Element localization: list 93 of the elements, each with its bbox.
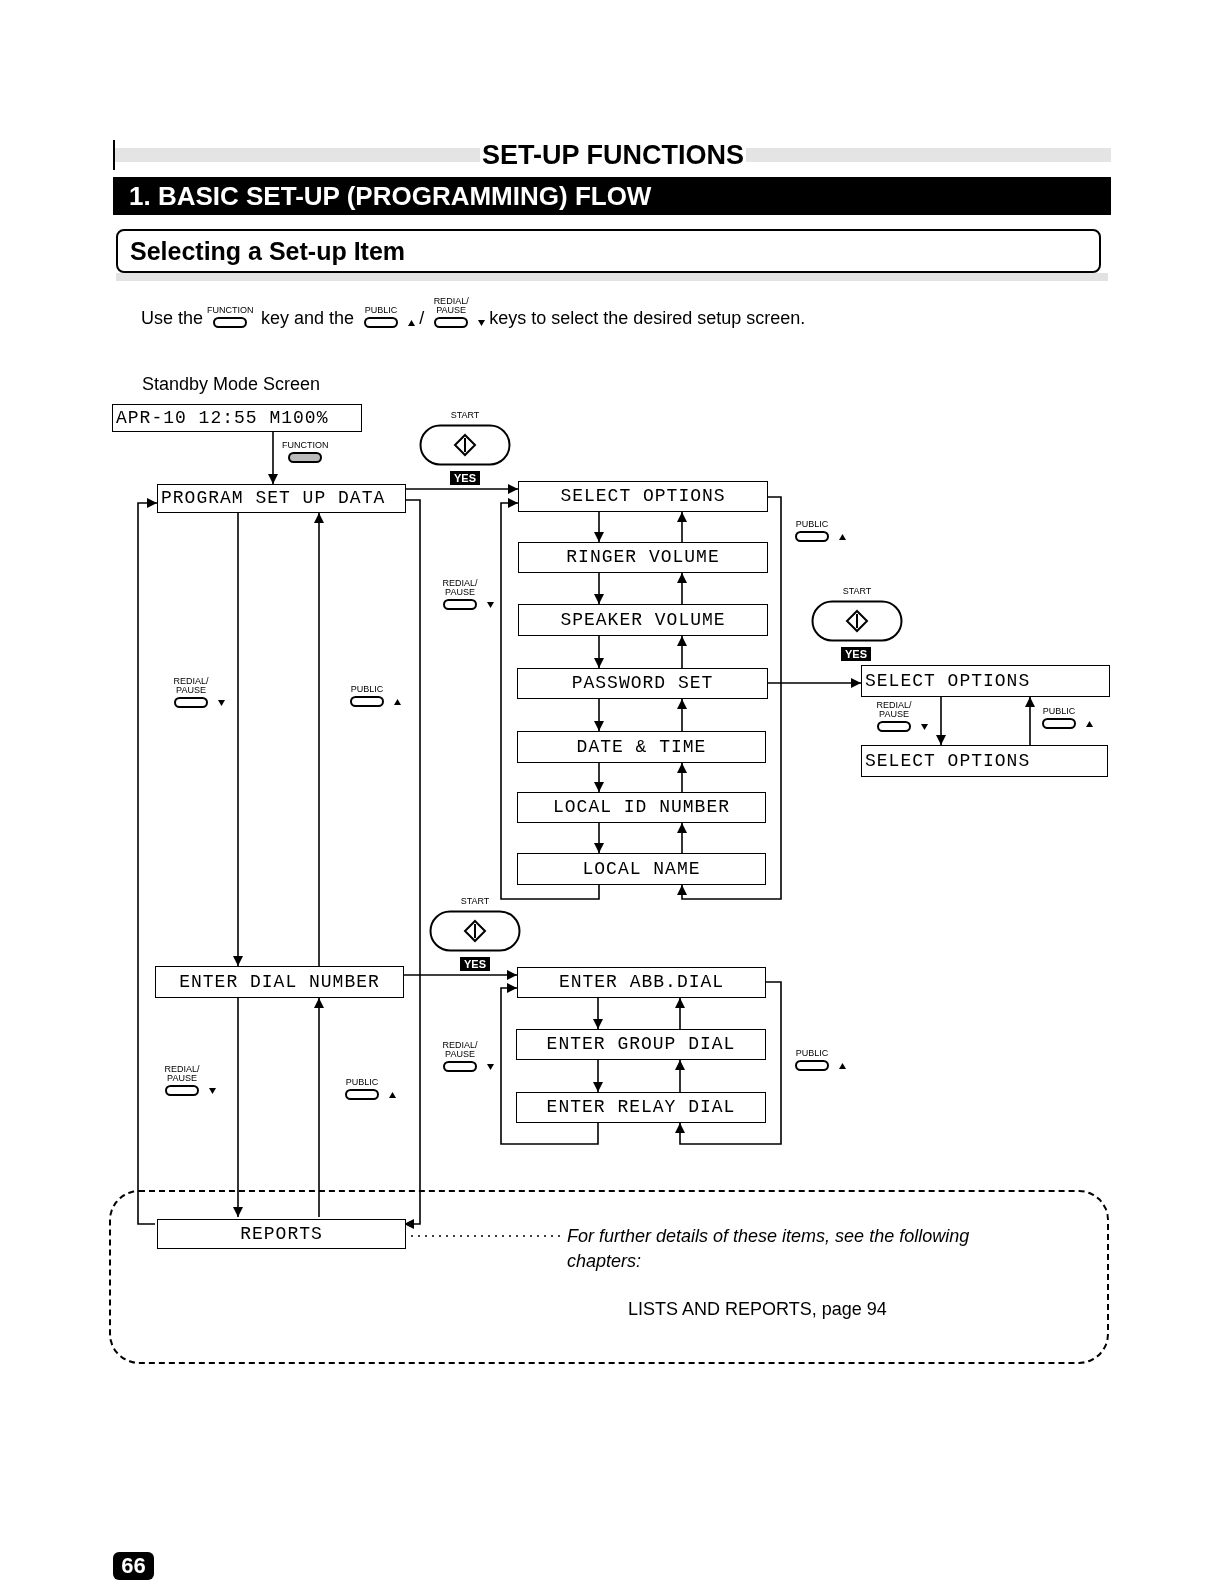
menu-box [518, 481, 768, 512]
arrow [233, 997, 243, 1218]
key-label: START [460, 896, 490, 907]
arrow [677, 762, 687, 793]
menu-box [517, 967, 766, 998]
arrow [593, 997, 603, 1030]
yes-badge: YES [450, 471, 480, 485]
screen-text: ENTER RELAY DIAL [546, 1096, 736, 1119]
key-label: REDIAL/ PAUSE [875, 701, 913, 719]
arrow [594, 511, 604, 543]
arrow [675, 981, 782, 1145]
menu-box [517, 853, 766, 885]
arrow [405, 484, 519, 494]
instruction-text: keys to select the desired setup screen. [489, 307, 806, 329]
menu-box [518, 542, 768, 573]
key-label: PUBLIC [344, 1078, 380, 1087]
arrow [675, 1059, 685, 1093]
yes-badge: YES [460, 957, 490, 971]
arrow [268, 431, 278, 485]
arrow [1025, 696, 1035, 746]
screen-text: ENTER ABB.DIAL [558, 971, 725, 994]
key-label: REDIAL/ PAUSE [172, 677, 210, 695]
menu-box [155, 966, 404, 998]
note-text: For further details of these items, see the following chapters: [567, 1224, 1037, 1276]
key-label: FUNCTION [282, 441, 328, 450]
screen-text: LOCAL ID NUMBER [553, 796, 730, 819]
screen-text: SPEAKER VOLUME [560, 608, 726, 632]
screen-text: SELECT OPTIONS [865, 749, 1031, 773]
arrow [677, 496, 782, 900]
screen-text: ENTER GROUP DIAL [546, 1033, 736, 1056]
title-bar: 1. BASIC SET-UP (PROGRAMMING) FLOW [113, 177, 1111, 215]
reference-text: LISTS AND REPORTS, page 94 [628, 1298, 887, 1321]
screen-text: SELECT OPTIONS [560, 485, 726, 508]
arrow [594, 822, 604, 854]
menu-box [517, 668, 768, 699]
arrow [137, 498, 158, 1225]
menu-box [516, 1029, 766, 1060]
key-label: REDIAL/ PAUSE [163, 1065, 201, 1083]
key-label: PUBLIC [794, 520, 830, 529]
page-number: 66 [113, 1552, 154, 1580]
menu-box [157, 484, 406, 513]
menu-box [157, 1219, 406, 1249]
arrow [594, 698, 604, 732]
menu-box [518, 604, 768, 636]
screen-text: PASSWORD SET [571, 672, 714, 695]
arrow [594, 635, 604, 669]
screen-text: LOCAL NAME [582, 857, 701, 881]
dashed-frame [109, 1190, 1109, 1364]
instruction-text: Use the [141, 307, 204, 329]
menu-box [516, 1092, 766, 1123]
key-label: PUBLIC [349, 685, 385, 694]
arrow [593, 1059, 603, 1093]
key-label: REDIAL/ PAUSE [441, 1041, 479, 1059]
key-label: START [450, 410, 480, 421]
key-label: REDIAL/ PAUSE [432, 297, 470, 315]
instruction-text: key and the [261, 307, 355, 329]
arrow [403, 970, 518, 980]
node-label: Standby Mode Screen [142, 373, 321, 396]
menu-box [861, 745, 1108, 777]
arrow [314, 512, 324, 967]
key-label: PUBLIC [363, 306, 399, 315]
key-label: PUBLIC [1041, 707, 1077, 716]
key-label: START [842, 586, 872, 597]
arrow [314, 997, 324, 1218]
instruction-text: / [419, 307, 425, 329]
arrow [233, 512, 243, 967]
arrow [500, 983, 599, 1145]
menu-box [861, 665, 1110, 697]
menu-box [517, 792, 766, 823]
arrow [677, 572, 687, 605]
yes-badge: YES [841, 647, 871, 661]
arrow [594, 762, 604, 793]
arrow [675, 997, 685, 1030]
subsection-box: Selecting a Set-up Item [116, 229, 1101, 273]
screen-text: REPORTS [240, 1222, 323, 1246]
arrow [677, 635, 687, 669]
menu-box [517, 731, 766, 763]
key-label: FUNCTION [207, 306, 254, 315]
key-label: REDIAL/ PAUSE [441, 579, 479, 597]
key-label: PUBLIC [794, 1049, 830, 1058]
arrow [500, 498, 600, 900]
arrow [677, 822, 687, 854]
arrow [677, 511, 687, 543]
arrow [594, 572, 604, 605]
screen-text: RINGER VOLUME [566, 546, 720, 569]
screen-text: PROGRAM SET UP DATA [161, 487, 386, 510]
screen-text: ENTER DIAL NUMBER [179, 970, 380, 994]
screen-text: SELECT OPTIONS [865, 669, 1031, 693]
screen-text: DATE & TIME [576, 735, 707, 759]
screen-text: APR-10 12:55 M100% [116, 406, 329, 430]
arrow [677, 698, 687, 732]
arrow [767, 678, 862, 688]
arrow [936, 696, 946, 746]
